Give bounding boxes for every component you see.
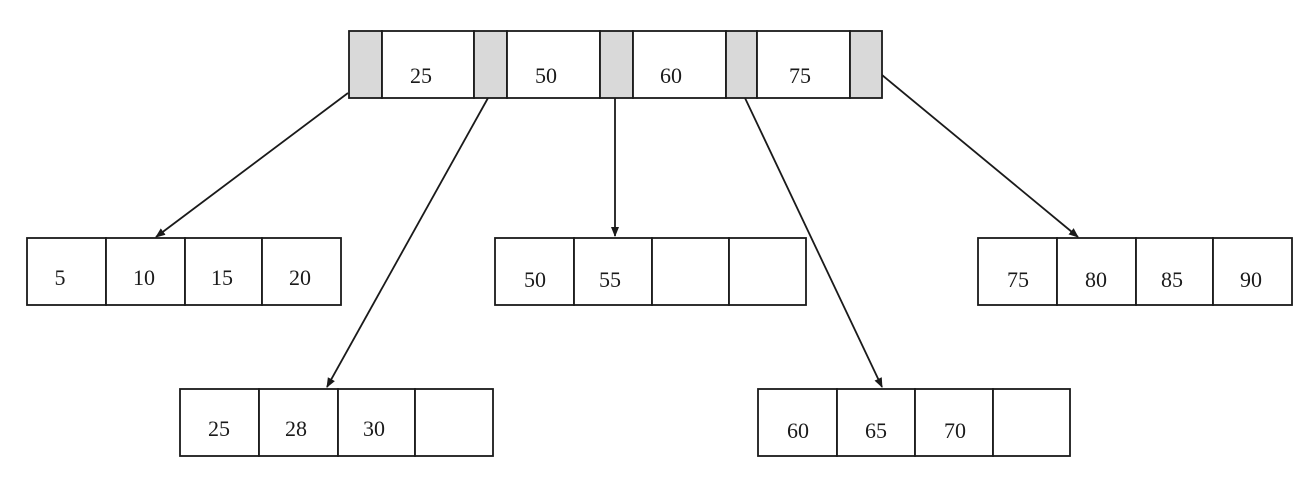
leaf-key: 28 bbox=[285, 416, 307, 441]
leaf-key: 20 bbox=[289, 265, 311, 290]
leaf-key: 25 bbox=[208, 416, 230, 441]
leaf-cell bbox=[1056, 237, 1137, 306]
leaf-key: 65 bbox=[865, 418, 887, 443]
leaf-cell bbox=[977, 237, 1058, 306]
leaf-key: 55 bbox=[599, 267, 621, 292]
leaf-node-2: 25 28 30 bbox=[179, 388, 494, 457]
leaf-cell bbox=[494, 237, 575, 306]
leaf-cell bbox=[836, 388, 916, 457]
leaf-cell bbox=[992, 388, 1071, 457]
leaf-node-1: 5 10 15 20 bbox=[26, 237, 342, 306]
leaf-key: 90 bbox=[1240, 267, 1262, 292]
leaf-key: 70 bbox=[944, 418, 966, 443]
root-key: 50 bbox=[535, 63, 557, 88]
leaf-key: 10 bbox=[133, 265, 155, 290]
leaf-key: 50 bbox=[524, 267, 546, 292]
leaf-key: 85 bbox=[1161, 267, 1183, 292]
leaf-key: 75 bbox=[1007, 267, 1029, 292]
leaf-cell bbox=[184, 237, 263, 306]
root-key: 60 bbox=[660, 63, 682, 88]
leaf-cell bbox=[914, 388, 994, 457]
leaf-key: 30 bbox=[363, 416, 385, 441]
root-key-cell bbox=[632, 30, 727, 99]
root-pointer-cell bbox=[348, 30, 383, 99]
leaf-cell bbox=[728, 237, 807, 306]
leaf-node-3: 50 55 bbox=[494, 237, 807, 306]
root-pointer-cell bbox=[849, 30, 883, 99]
root-key-cell bbox=[506, 30, 601, 99]
leaf-cell bbox=[1212, 237, 1293, 306]
leaf-node-5: 75 80 85 90 bbox=[977, 237, 1293, 306]
edge-root-to-leaf-2 bbox=[326, 97, 489, 388]
root-pointer-cell bbox=[599, 30, 634, 99]
root-key-cell bbox=[756, 30, 851, 99]
root-key: 75 bbox=[789, 63, 811, 88]
leaf-key: 60 bbox=[787, 418, 809, 443]
leaf-cell bbox=[261, 237, 342, 306]
leaf-cell bbox=[26, 237, 107, 306]
edge-root-to-leaf-5 bbox=[881, 74, 1079, 238]
leaf-node-4: 60 65 70 bbox=[757, 388, 1071, 457]
leaf-cell bbox=[651, 237, 730, 306]
root-key: 25 bbox=[410, 63, 432, 88]
edge-root-to-leaf-1 bbox=[155, 92, 349, 238]
root-pointer-cell bbox=[473, 30, 508, 99]
root-pointer-cell bbox=[725, 30, 758, 99]
leaf-cell bbox=[258, 388, 339, 457]
leaf-key: 5 bbox=[55, 265, 66, 290]
tree-edges bbox=[155, 74, 1079, 388]
edge-root-to-leaf-4 bbox=[744, 97, 883, 388]
leaf-key: 15 bbox=[211, 265, 233, 290]
root-node: 25 50 60 75 bbox=[348, 30, 883, 99]
leaf-cell bbox=[573, 237, 653, 306]
leaf-cell bbox=[179, 388, 260, 457]
leaf-cell bbox=[414, 388, 494, 457]
leaf-key: 80 bbox=[1085, 267, 1107, 292]
leaf-cell bbox=[337, 388, 416, 457]
